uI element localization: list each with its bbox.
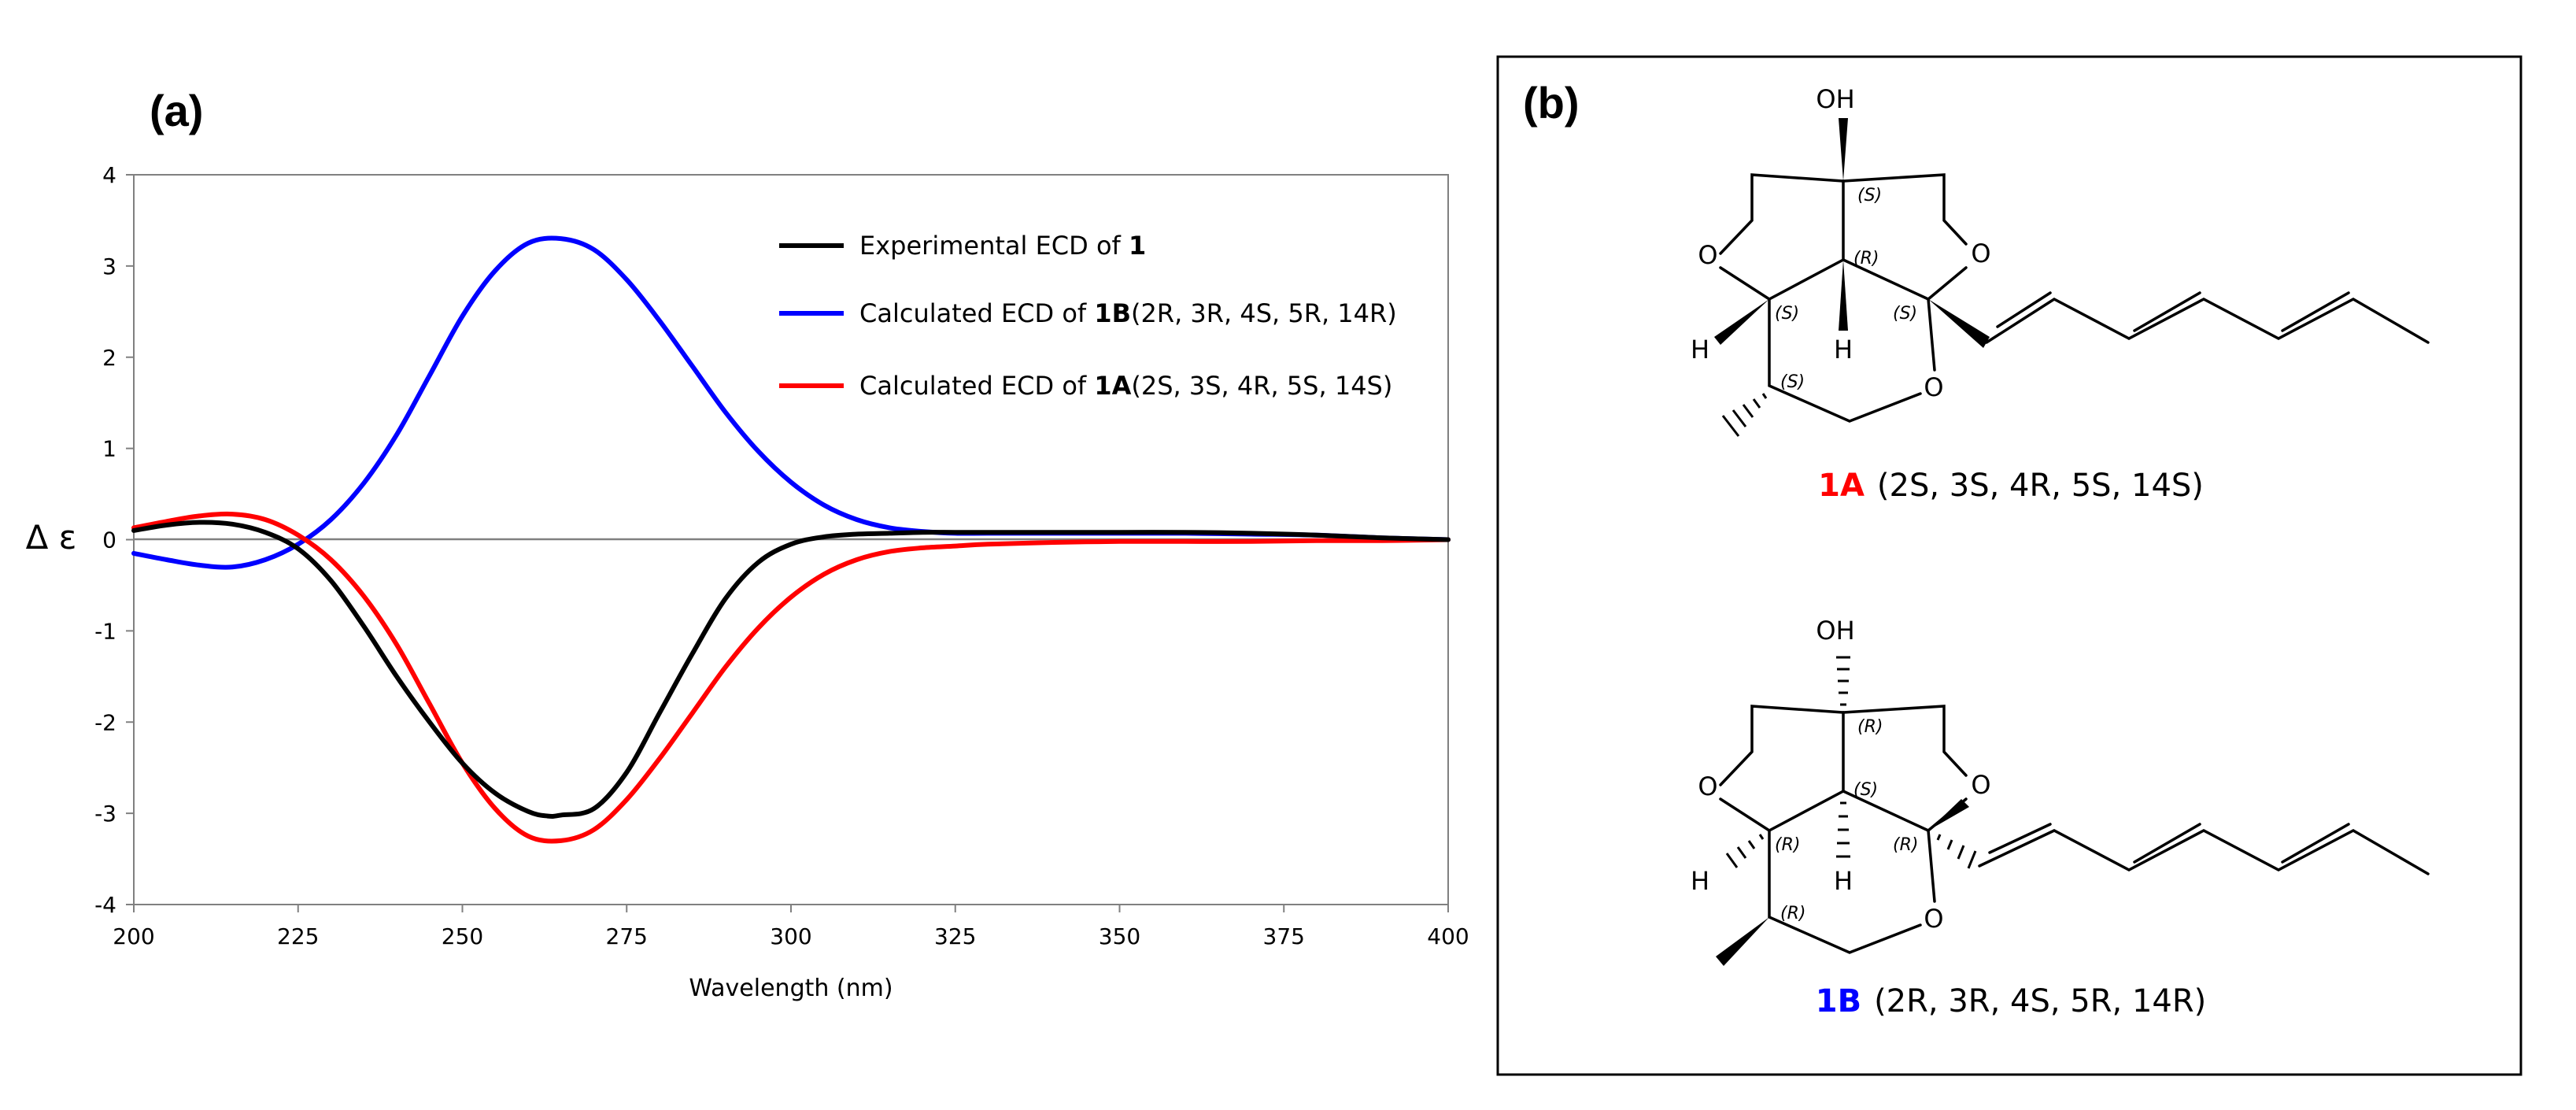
y-tick-label: -4 [94,892,116,918]
structure-1b: OH O O O [1691,616,2430,1019]
x-tick-label: 350 [1099,923,1140,949]
x-tick-label: 200 [113,923,154,949]
triene-chain [1978,829,2430,875]
structure-1a: OH O O O H H [1691,84,2430,504]
wedge-bond-h-c4 [1714,299,1769,345]
y-tick-label: 0 [102,527,116,553]
panel-a: (a) 4 3 2 1 0 -1 -2 -3 -4 200 225 250 275 300 325 350 3… [26,86,1469,1002]
series-line-2 [131,511,1451,844]
wedge-bond-h-c5 [1839,260,1848,331]
stereo-label-c4: (R) [1780,904,1805,923]
y-tick-label: 3 [102,253,116,279]
hydrogen-c4: H [1691,335,1709,364]
hashed-bond-oh [1836,656,1850,706]
double-bond-3 [2281,291,2350,332]
bond-o-right-c [1927,266,1968,301]
y-ticks: 4 3 2 1 0 -1 -2 -3 -4 [94,162,134,918]
stereo-label-c4: (S) [1780,372,1805,392]
hashed-bond-chain [1936,834,1977,869]
six-ring-bond-o [1927,829,1936,903]
double-bond-1 [1988,823,2052,854]
hydroxyl-label: OH [1816,616,1854,646]
y-axis-title: Δ ε [26,518,77,557]
x-tick-label: 225 [277,923,319,949]
hashed-methyl-bond [1721,393,1768,437]
y-tick-label: -3 [94,801,116,827]
right-ring-bonds [1842,173,1968,246]
stereo-label-c3: (S) [1775,304,1799,324]
structure-1b-caption: 1B(2R, 3R, 4S, 5R, 14R) [1816,983,2207,1019]
wedge-bond-chain [1928,299,1990,348]
bond-o-left-c [1719,797,1771,832]
ring-oxygen-left: O [1698,771,1717,801]
double-bond-1 [1996,291,2052,328]
series-layer [131,235,1451,844]
panel-b-label: (b) [1523,78,1580,128]
ring-oxygen-bottom: O [1924,904,1943,934]
series-line-0 [131,520,1451,819]
x-tick-label: 300 [770,923,811,949]
right-ring-bonds [1842,705,1968,777]
stereo-label-c1: (R) [1857,717,1883,737]
ring-oxygen-right: O [1971,239,1990,268]
x-tick-label: 250 [442,923,483,949]
stereo-label-c5: (S) [1893,304,1917,324]
stereo-label-c2: (S) [1853,780,1878,800]
left-ring-bonds [1719,173,1845,255]
panel-b-frame [1496,55,2522,1076]
core-bonds [1768,711,1845,832]
triene-chain [1985,297,2430,344]
bond-o-left-c [1719,266,1771,301]
x-axis-title: Wavelength (nm) [689,975,893,1002]
y-tick-label: -2 [94,709,116,735]
stereo-label-c5: (R) [1893,835,1918,855]
core-bonds [1768,179,1845,301]
legend-entry-experimental: Experimental ECD of 1 [859,231,1146,261]
hydrogen-c5: H [1834,335,1853,364]
six-ring-bonds [1768,298,1922,423]
structure-1a-caption: 1A(2S, 3S, 4R, 5S, 14S) [1818,468,2204,504]
six-ring-bond-o [1927,298,1936,372]
panel-a-label: (a) [150,86,203,135]
hydrogen-c4: H [1691,866,1709,896]
panel-b: (b) OH O O O H H [1496,55,2522,1076]
wedge-bond-methyl [1716,917,1769,966]
y-tick-label: 2 [102,345,116,371]
x-tick-label: 400 [1427,923,1469,949]
x-ticks: 200 225 250 275 300 325 350 375 400 [113,905,1469,949]
legend-entry-1b: Calculated ECD of 1B(2R, 3R, 4S, 5R, 14R… [859,298,1397,328]
double-bond-2 [2133,291,2201,332]
stereo-label-c1: (S) [1857,186,1882,205]
legend-entry-1a: Calculated ECD of 1A(2S, 3S, 4R, 5S, 14S… [859,371,1392,401]
stereo-label-c3: (R) [1775,835,1800,855]
y-tick-label: 4 [102,162,116,188]
six-ring-bonds [1768,829,1922,954]
y-tick-label: 1 [102,436,116,462]
x-tick-label: 375 [1263,923,1305,949]
x-tick-label: 275 [606,923,648,949]
x-tick-label: 325 [934,923,976,949]
stereo-label-c2: (R) [1853,249,1879,268]
hashed-bond-h-c5 [1836,801,1850,858]
wedge-bond-oh [1839,118,1848,181]
legend: Experimental ECD of 1 Calculated ECD of … [779,231,1397,401]
y-tick-label: -1 [94,618,116,644]
core-bond-right [1842,790,1930,832]
series-line-1 [131,235,1451,570]
core-bond-right [1842,258,1930,301]
wedge-bond-o-right [1928,799,1969,831]
ecd-chart: 4 3 2 1 0 -1 -2 -3 -4 200 225 250 275 300 325 350 375 40… [26,162,1469,1002]
hashed-bond-h-c4 [1725,834,1765,868]
ring-oxygen-left: O [1698,240,1717,270]
hydrogen-c5: H [1834,866,1853,896]
ring-oxygen-right: O [1971,770,1990,800]
left-ring-bonds [1719,705,1845,786]
double-bond-3 [2281,823,2350,864]
ring-oxygen-bottom: O [1924,372,1943,402]
hydroxyl-label: OH [1816,84,1854,114]
double-bond-2 [2133,823,2201,864]
